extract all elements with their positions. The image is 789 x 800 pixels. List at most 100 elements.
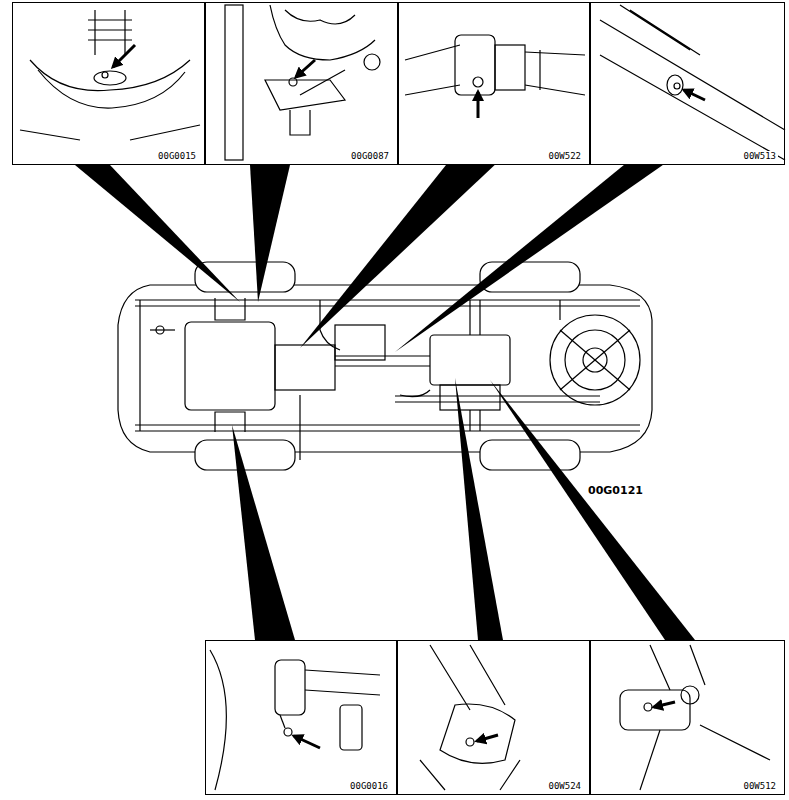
drive-shaft-sketch	[420, 760, 520, 790]
inset-panel: 00G0087	[205, 2, 398, 165]
vehicle-underbody	[195, 440, 295, 470]
drive-shaft-sketch	[466, 738, 474, 746]
drive-shaft-sketch	[600, 20, 785, 160]
tie-rod-sketch	[210, 650, 226, 790]
universal-joint-sketch	[650, 645, 705, 690]
inset-panel: 00W522	[398, 2, 590, 165]
universal-joint-sketch	[455, 35, 495, 95]
tie-rod-sketch	[340, 705, 362, 750]
universal-joint-sketch	[495, 45, 525, 90]
pointer-wedge	[395, 160, 670, 352]
universal-joint-sketch	[620, 645, 770, 790]
inset-panel: 00W512	[590, 640, 785, 795]
pointer-wedge	[300, 160, 500, 348]
drive-shaft-sketch	[674, 83, 680, 89]
vehicle-underbody	[185, 322, 275, 410]
universal-joint-sketch	[681, 686, 699, 704]
universal-joint-sketch	[473, 77, 483, 87]
ball-joint-sketch	[364, 54, 380, 70]
inset-ground	[590, 2, 785, 165]
inset-ground	[205, 640, 397, 795]
figure-code: 00G0015	[156, 151, 198, 161]
inset-ground	[12, 2, 205, 165]
vehicle-underbody	[135, 299, 640, 300]
universal-joint-sketch	[405, 35, 585, 118]
vehicle-underbody	[395, 401, 600, 402]
ball-joint-sketch	[296, 60, 315, 77]
vehicle-underbody	[215, 412, 245, 432]
inset-ground	[398, 2, 590, 165]
vehicle-underbody	[440, 385, 500, 410]
control-arm-sketch	[38, 70, 185, 108]
tie-rod-sketch	[284, 728, 292, 736]
ball-joint-sketch	[300, 70, 345, 95]
control-arm-sketch	[20, 130, 80, 140]
vehicle-underbody	[560, 330, 630, 390]
inset-panel: 00G0016	[205, 640, 397, 795]
control-arm-sketch	[113, 45, 135, 67]
figure-code: 00G0016	[348, 781, 390, 791]
control-arm-sketch	[102, 72, 108, 78]
vehicle-underbody	[135, 430, 640, 431]
universal-joint-sketch	[405, 45, 460, 95]
universal-joint-sketch	[525, 52, 585, 95]
pointer-wedge	[455, 378, 503, 640]
figure-code: 00W524	[546, 781, 583, 791]
vehicle-underbody	[299, 395, 300, 460]
vehicle-underbody	[118, 285, 652, 452]
vehicle-underbody	[550, 315, 640, 405]
pointer-wedge	[490, 380, 695, 640]
vehicle-underbody	[150, 329, 175, 330]
control-arm-sketch	[95, 10, 125, 55]
control-arm-sketch	[30, 60, 190, 91]
inset-ground	[397, 640, 590, 795]
vehicle-underbody	[135, 424, 640, 425]
drive-shaft-sketch	[600, 5, 785, 160]
vehicle-underbody	[559, 300, 560, 320]
pointer-wedge	[232, 425, 295, 640]
vehicle-underbody	[479, 300, 480, 335]
vehicle-underbody	[335, 325, 385, 360]
inset-ground	[205, 2, 398, 165]
vehicle-underbody	[139, 300, 140, 431]
vehicle-underbody	[335, 355, 430, 356]
drive-shaft-sketch	[430, 645, 505, 710]
universal-joint-sketch	[539, 50, 540, 90]
drive-shaft-sketch	[620, 5, 700, 55]
drive-shaft-sketch	[684, 90, 705, 100]
inset-panel: 00W513	[590, 2, 785, 165]
tie-rod-sketch	[280, 715, 285, 728]
figure-code: 00W512	[741, 781, 778, 791]
pointer-wedge	[250, 165, 290, 302]
vehicle-underbody	[335, 365, 430, 366]
ball-joint-sketch	[225, 5, 243, 160]
inset-panel: 00W524	[397, 640, 590, 795]
pointer-wedge	[75, 165, 240, 302]
universal-joint-sketch	[644, 703, 652, 711]
ball-joint-sketch	[270, 5, 375, 60]
ball-joint-sketch	[265, 80, 345, 110]
figure-code: 00G0087	[349, 151, 391, 161]
drive-shaft-sketch	[420, 645, 520, 790]
inset-panel: 00G0015	[12, 2, 205, 165]
drive-shaft-sketch	[477, 735, 498, 741]
inset-ground	[12, 2, 785, 795]
tie-rod-sketch	[275, 660, 305, 715]
vehicle-underbody	[118, 262, 652, 470]
ball-joint-sketch	[225, 5, 380, 160]
figure-code: 00G0121	[586, 484, 645, 497]
control-arm-sketch	[88, 20, 132, 40]
drive-shaft-sketch	[440, 704, 515, 763]
vehicle-underbody	[156, 326, 164, 334]
vehicle-underbody	[430, 335, 510, 385]
ball-joint-sketch	[285, 10, 355, 24]
vehicle-underbody	[469, 300, 470, 335]
ball-joint-sketch	[290, 110, 310, 135]
inset-ground	[590, 640, 785, 795]
drive-shaft-sketch	[667, 75, 683, 95]
figure-code: 00W513	[741, 151, 778, 161]
ball-joint-sketch	[289, 78, 297, 86]
vehicle-underbody	[480, 440, 580, 470]
tie-rod-sketch	[305, 670, 380, 695]
